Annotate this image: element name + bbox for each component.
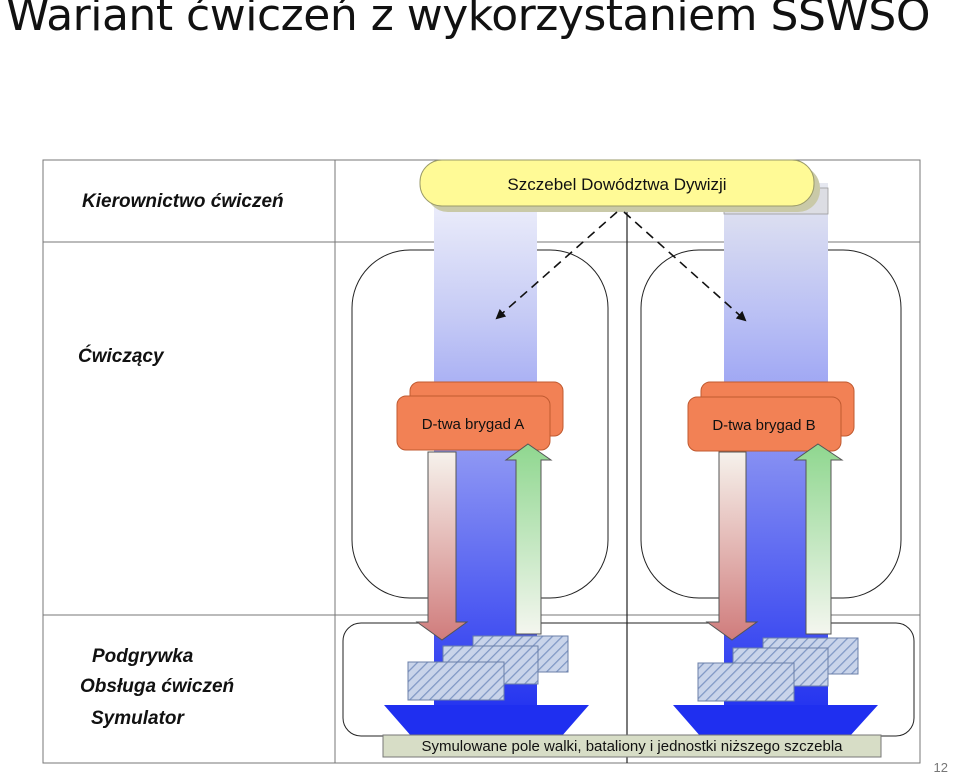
unit-box-b-3 bbox=[697, 662, 795, 702]
row-label-support-3: Symulator bbox=[91, 708, 186, 729]
slide-title: Wariant ćwiczeń z wykorzystaniem SSWSO bbox=[6, 0, 930, 41]
bottom-bar bbox=[382, 734, 882, 758]
row-label-support-1: Podgrywka bbox=[92, 646, 194, 667]
row-label-support-2: Obsługa ćwiczeń bbox=[80, 676, 234, 697]
brigade-a-box[interactable] bbox=[396, 395, 551, 451]
column-b-arrowhead bbox=[673, 705, 878, 737]
brigade-a-label: D-twa brygad A bbox=[422, 416, 525, 433]
down-arrow-a bbox=[415, 451, 469, 641]
row-label-trainees: Ćwiczący bbox=[78, 345, 165, 367]
brigade-b-label: D-twa brygad B bbox=[712, 417, 815, 434]
down-arrow-b bbox=[705, 451, 759, 641]
brigade-b-box[interactable] bbox=[687, 396, 842, 452]
unit-box-a-3 bbox=[407, 661, 505, 701]
page-number: 12 bbox=[933, 760, 948, 775]
top-node[interactable] bbox=[419, 159, 815, 207]
top-node-label: Szczebel Dowództwa Dywizji bbox=[507, 175, 726, 194]
up-arrow-b bbox=[793, 443, 844, 635]
dashed-arrow-to-b bbox=[623, 211, 747, 322]
bottom-bar-label: Symulowane pole walki, bataliony i jedno… bbox=[421, 738, 843, 755]
row-label-management: Kierownictwo ćwiczeń bbox=[82, 191, 284, 212]
up-arrow-a bbox=[504, 443, 553, 635]
dashed-arrow-to-a bbox=[495, 211, 618, 320]
column-a-arrowhead bbox=[384, 705, 589, 737]
